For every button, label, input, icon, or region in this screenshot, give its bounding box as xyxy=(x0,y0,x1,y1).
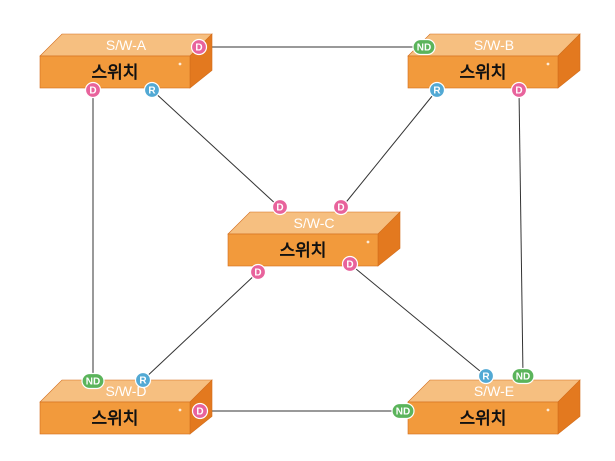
port-badge-shape xyxy=(134,371,152,389)
port-badge-shape xyxy=(428,81,446,99)
port-badge-label: ND xyxy=(417,43,431,54)
switch-label: 스위치 xyxy=(460,63,507,82)
port-badge-shape xyxy=(510,81,528,99)
switch-led-icon xyxy=(546,62,550,66)
port-badge-b-to-a: ND xyxy=(412,38,436,56)
switches-layer: S/W-A 스위치 S/W-B 스위치 S/W-C 스위치 S/W-D 스위치 S/W-E 스위치 xyxy=(39,33,581,435)
port-badge-c-to-b: D xyxy=(332,198,350,216)
port-badge-a-to-c: R xyxy=(143,81,161,99)
port-badge-c-to-e: D xyxy=(341,255,359,273)
port-badge-c-to-a: D xyxy=(271,198,289,216)
port-badge-label: R xyxy=(433,86,441,97)
port-badge-shape xyxy=(249,263,267,281)
switch-e: S/W-E 스위치 xyxy=(407,379,581,435)
link-b-c xyxy=(342,89,438,207)
switch-led-icon xyxy=(178,62,182,66)
port-badge-label: ND xyxy=(396,407,410,418)
port-badge-shape xyxy=(412,38,436,56)
port-badge-b-to-e: D xyxy=(510,81,528,99)
port-badge-label: ND xyxy=(516,372,530,383)
switch-led-icon xyxy=(178,408,182,412)
port-badge-e-to-c: R xyxy=(477,367,495,385)
link-b-e xyxy=(518,89,524,377)
port-badge-shape xyxy=(81,372,105,390)
port-badge-shape xyxy=(332,198,350,216)
port-badge-shape xyxy=(143,81,161,99)
port-badge-label: R xyxy=(148,86,156,97)
port-badge-label: D xyxy=(195,43,202,54)
port-badge-shape xyxy=(341,255,359,273)
port-badge-shape xyxy=(477,367,495,385)
switch-front-face xyxy=(39,55,191,89)
port-badge-d-to-a: ND xyxy=(81,372,105,390)
port-badge-b-to-c: R xyxy=(428,81,446,99)
port-badge-e-to-d: ND xyxy=(391,402,415,420)
port-badge-a-to-d: D xyxy=(84,81,102,99)
port-badge-a-to-b: D xyxy=(190,38,208,56)
switch-front-face xyxy=(407,55,559,89)
port-badge-c-to-d: D xyxy=(249,263,267,281)
switch-label: 스위치 xyxy=(92,409,139,428)
port-badge-label: D xyxy=(337,203,344,214)
switch-led-icon xyxy=(546,408,550,412)
switch-front-face xyxy=(39,401,191,435)
port-badges-layer: D ND D ND R D R D D ND D R D R D ND xyxy=(81,38,535,420)
port-badge-label: R xyxy=(482,372,490,383)
switch-led-icon xyxy=(366,240,370,244)
links-layer xyxy=(92,46,524,412)
switch-title: S/W-E xyxy=(474,383,514,399)
link-a-c xyxy=(151,89,279,207)
switch-label: 스위치 xyxy=(460,409,507,428)
port-badge-label: D xyxy=(89,86,96,97)
port-badge-shape xyxy=(511,367,535,385)
port-badge-shape xyxy=(191,402,209,420)
port-badge-e-to-b: ND xyxy=(511,367,535,385)
link-c-e xyxy=(349,263,487,377)
switch-title: S/W-D xyxy=(106,383,147,399)
switch-title: S/W-B xyxy=(474,37,514,53)
port-badge-label: D xyxy=(254,268,261,279)
port-badge-d-to-e: D xyxy=(191,402,209,420)
port-badge-shape xyxy=(391,402,415,420)
port-badge-shape xyxy=(190,38,208,56)
link-c-d xyxy=(142,271,259,381)
switch-a: S/W-A 스위치 xyxy=(39,33,213,89)
port-badge-label: D xyxy=(346,260,353,271)
port-badge-d-to-c: R xyxy=(134,371,152,389)
port-badge-label: R xyxy=(139,376,147,387)
port-badge-shape xyxy=(84,81,102,99)
port-badge-label: ND xyxy=(86,377,100,388)
switch-title: S/W-C xyxy=(294,215,335,231)
switch-title: S/W-A xyxy=(106,37,147,53)
switch-label: 스위치 xyxy=(92,63,139,82)
port-badge-label: D xyxy=(515,86,522,97)
switch-label: 스위치 xyxy=(280,241,327,260)
switch-c: S/W-C 스위치 xyxy=(227,211,401,267)
port-badge-label: D xyxy=(276,203,283,214)
switch-d: S/W-D 스위치 xyxy=(39,379,213,435)
port-badge-label: D xyxy=(196,407,203,418)
port-badge-shape xyxy=(271,198,289,216)
switch-b: S/W-B 스위치 xyxy=(407,33,581,89)
